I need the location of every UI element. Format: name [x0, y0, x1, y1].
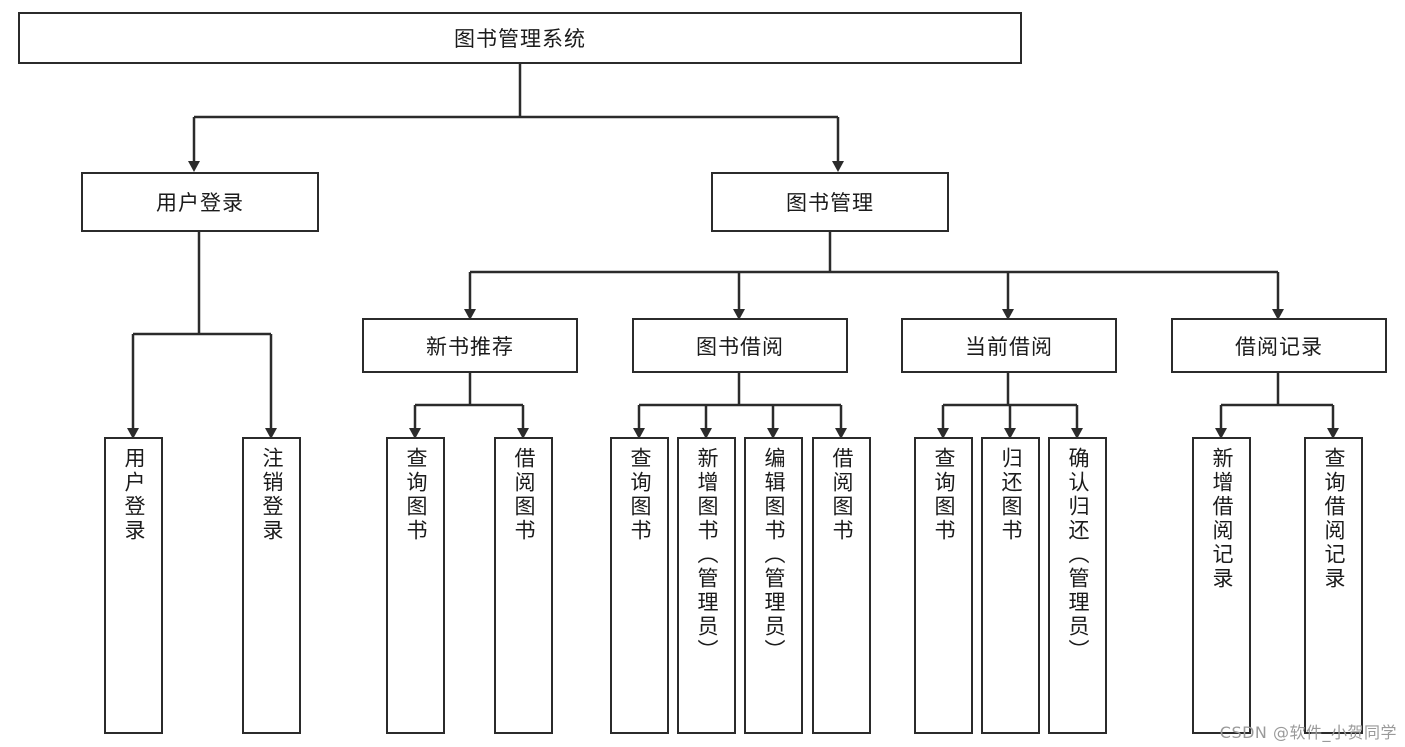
leaf-new-book-borrow-book[interactable]: 借阅图书	[494, 437, 553, 734]
node-label: 图书管理	[786, 191, 874, 215]
node-current-borrow[interactable]: 当前借阅	[901, 318, 1117, 373]
node-user-login[interactable]: 用户登录	[81, 172, 319, 232]
leaf-new-book-query-book[interactable]: 查询图书	[386, 437, 445, 734]
node-label: 新书推荐	[426, 334, 514, 359]
leaf-book-borrow-borrow-book[interactable]: 借阅图书	[812, 437, 871, 734]
node-label: 用户登录	[156, 191, 244, 215]
node-book-borrow[interactable]: 图书借阅	[632, 318, 848, 373]
node-label: 查询借阅记录	[1322, 447, 1346, 591]
leaf-user-login-login[interactable]: 用户登录	[104, 437, 163, 734]
node-label: 查询图书	[932, 447, 956, 543]
node-book-management[interactable]: 图书管理	[711, 172, 949, 232]
node-root-book-management-system[interactable]: 图书管理系统	[18, 12, 1022, 64]
leaf-borrow-record-query-record[interactable]: 查询借阅记录	[1304, 437, 1363, 734]
node-label: 借阅图书	[512, 447, 536, 543]
node-label: 当前借阅	[965, 334, 1053, 359]
node-new-book-recommend[interactable]: 新书推荐	[362, 318, 578, 373]
leaf-current-borrow-query-book[interactable]: 查询图书	[914, 437, 973, 734]
leaf-book-borrow-query-book[interactable]: 查询图书	[610, 437, 669, 734]
node-label: 新增图书（管理员）	[695, 447, 719, 663]
leaf-book-borrow-edit-book-admin[interactable]: 编辑图书（管理员）	[744, 437, 803, 734]
node-label: 确认归还（管理员）	[1066, 447, 1090, 663]
node-label: 新增借阅记录	[1210, 447, 1234, 591]
node-label: 注销登录	[260, 447, 284, 543]
node-label: 用户登录	[122, 447, 146, 543]
leaf-current-borrow-return-book[interactable]: 归还图书	[981, 437, 1040, 734]
node-label: 图书借阅	[696, 334, 784, 359]
node-label: 归还图书	[999, 447, 1023, 543]
leaf-book-borrow-add-book-admin[interactable]: 新增图书（管理员）	[677, 437, 736, 734]
leaf-user-login-logout[interactable]: 注销登录	[242, 437, 301, 734]
node-label: 编辑图书（管理员）	[762, 447, 786, 663]
node-label: 借阅记录	[1235, 334, 1323, 359]
leaf-borrow-record-add-record[interactable]: 新增借阅记录	[1192, 437, 1251, 734]
node-label: 图书管理系统	[454, 27, 586, 51]
node-label: 查询图书	[404, 447, 428, 543]
node-label: 查询图书	[628, 447, 652, 543]
node-label: 借阅图书	[830, 447, 854, 543]
node-borrow-record[interactable]: 借阅记录	[1171, 318, 1387, 373]
leaf-current-borrow-confirm-return-admin[interactable]: 确认归还（管理员）	[1048, 437, 1107, 734]
watermark: CSDN @软件_小贺同学	[1219, 723, 1397, 742]
